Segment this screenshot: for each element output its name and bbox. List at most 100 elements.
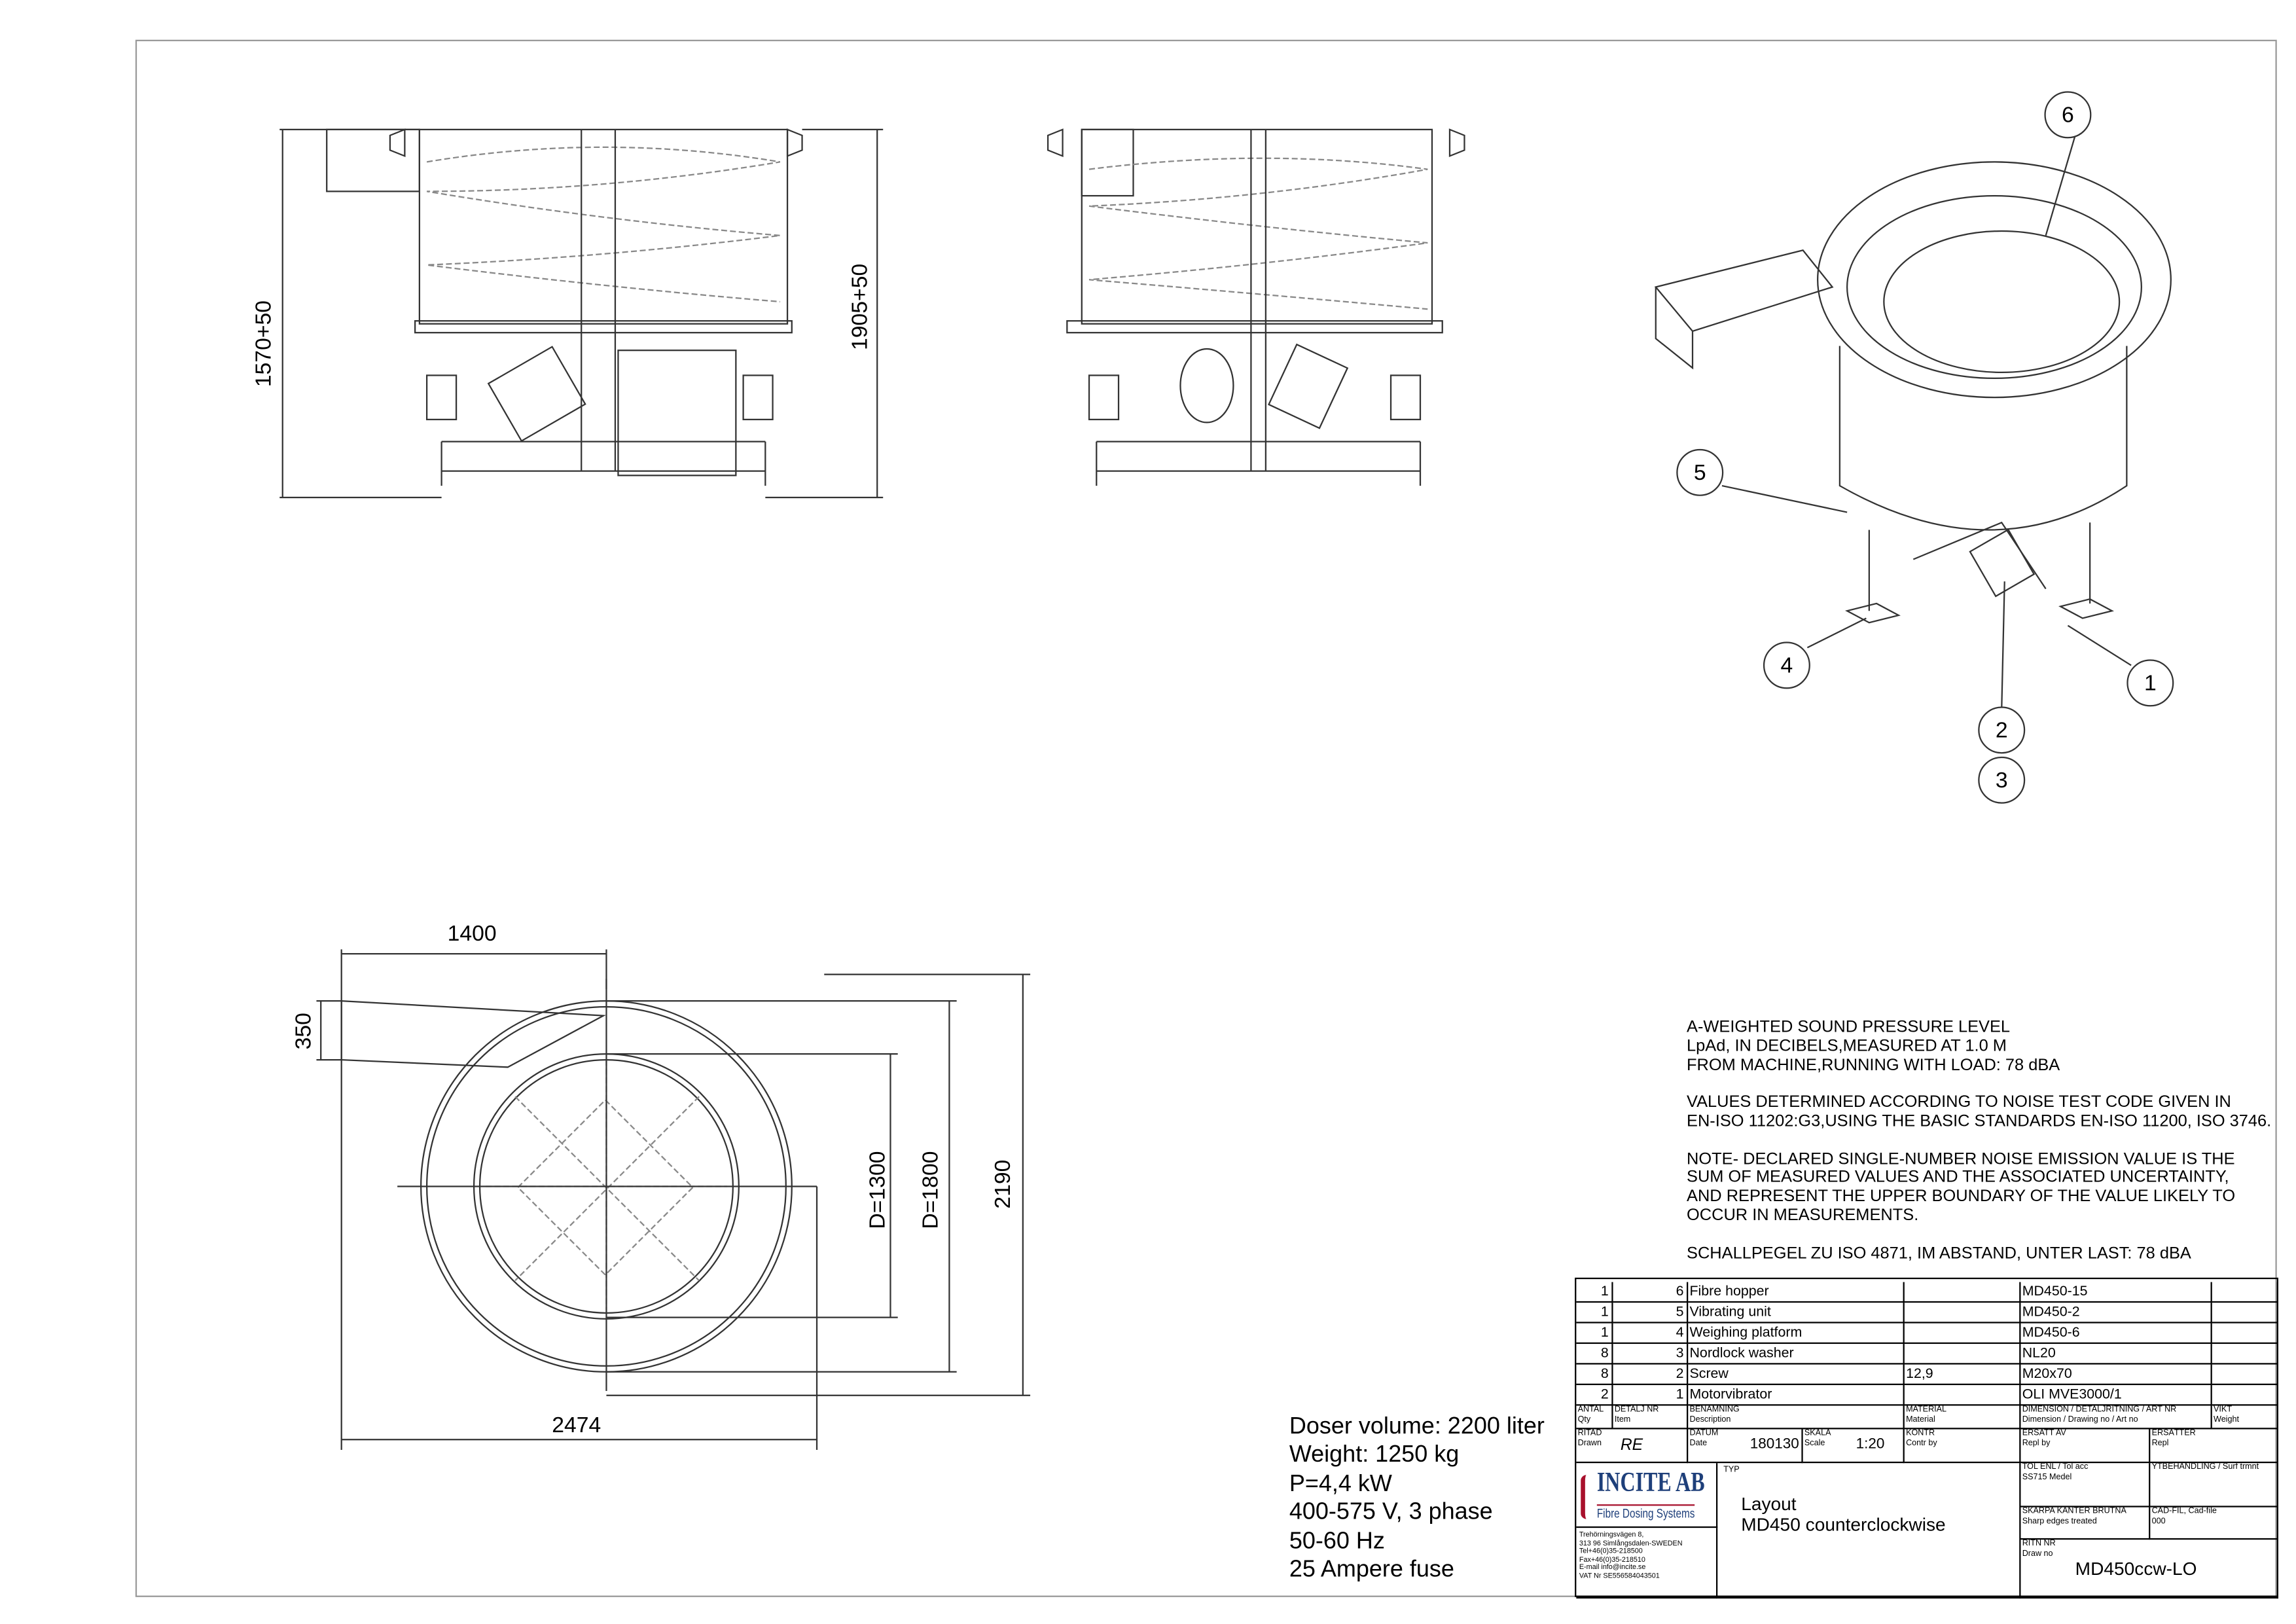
tolerance-line: SS715 Medel <box>2022 1472 2072 1482</box>
side-view <box>1047 128 1465 486</box>
dimension-overall-width: 2474 <box>552 1413 601 1438</box>
header-line: Dimension / Drawing no / Art no <box>2022 1415 2138 1424</box>
dimension-front-height: 1570+50 <box>251 300 277 388</box>
parts-row-item: 6 <box>1613 1282 1689 1303</box>
dimension-top-width: 1400 <box>447 921 497 947</box>
scale-label-line: Scale <box>1804 1439 1825 1448</box>
balloon-1: 1 <box>2126 659 2174 707</box>
parts-row-desc: Screw <box>1688 1364 1905 1386</box>
balloon-6: 6 <box>2044 91 2092 139</box>
note: A-WEIGHTED SOUND PRESSURE LEVEL LpAd, IN… <box>1687 1019 2060 1074</box>
parts-row-qty: 8 <box>1576 1344 1613 1365</box>
date-value: 180130 <box>1749 1436 1799 1453</box>
replaced-by-label-line: Repl by <box>2022 1439 2051 1448</box>
parts-row-weight <box>2212 1323 2278 1344</box>
parts-row-material <box>1904 1344 2021 1365</box>
address-line: VAT Nr SE556584043501 <box>1579 1573 1660 1581</box>
drawn-value: RE <box>1620 1436 1643 1454</box>
parts-row-qty: 1 <box>1576 1282 1613 1303</box>
parts-row-qty: 1 <box>1576 1323 1613 1344</box>
balloon-5: 5 <box>1676 448 1724 496</box>
parts-row-desc: Nordlock washer <box>1688 1344 1905 1365</box>
parts-row-qty: 2 <box>1576 1385 1613 1406</box>
parts-row-desc: Fibre hopper <box>1688 1282 1905 1303</box>
tolerance-line: TOL ENL / Tol acc <box>2022 1463 2089 1472</box>
parts-row-dim: MD450-2 <box>2020 1303 2212 1324</box>
spec-voltage: 400-575 V, 3 phase <box>1289 1500 1493 1526</box>
company-logo: INCITE AB Fibre Dosing Systems <box>1576 1463 1718 1528</box>
parts-row-item: 3 <box>1613 1344 1689 1365</box>
header-line: Material <box>1906 1415 1935 1424</box>
scale-label-line: SKALA <box>1804 1429 1831 1438</box>
dimension-inner-diameter: D=1300 <box>865 1151 891 1229</box>
header-line: Item <box>1614 1415 1631 1424</box>
top-view <box>316 949 1031 1450</box>
balloon-4: 4 <box>1763 641 1810 689</box>
logo-name: INCITE AB <box>1596 1467 1705 1499</box>
parts-row-desc: Motorvibrator <box>1688 1385 1905 1406</box>
date-label-line: DATUM <box>1689 1429 1719 1438</box>
isometric-view <box>1654 135 2172 710</box>
dimension-overall-depth: 2190 <box>990 1159 1016 1209</box>
parts-row-item: 1 <box>1613 1385 1689 1406</box>
address-line: 313 96 Simlångsdalen-SWEDEN <box>1579 1540 1683 1548</box>
header-line: BENÄMNING <box>1689 1405 1740 1415</box>
parts-row-material: 12,9 <box>1904 1364 2021 1386</box>
front-view <box>279 128 884 499</box>
sheet-border <box>135 39 2277 1597</box>
replaced-by-label-line: ERSATT AV <box>2022 1429 2066 1438</box>
parts-row-material <box>1904 1282 2021 1303</box>
edges-line: Sharp edges treated <box>2022 1517 2097 1526</box>
parts-row-desc: Vibrating unit <box>1688 1303 1905 1324</box>
address-line: Tel+46(0)35-218500 <box>1579 1549 1643 1557</box>
spec-weight: Weight: 1250 kg <box>1289 1443 1460 1468</box>
company-address: Trehörningsvägen 8,313 96 Simlångsdalen-… <box>1576 1528 1718 1599</box>
drawing-title-line2: MD450 counterclockwise <box>1741 1513 1946 1535</box>
parts-row-qty: 1 <box>1576 1303 1613 1324</box>
parts-row-item: 5 <box>1613 1303 1689 1324</box>
parts-row-desc: Weighing platform <box>1688 1323 1905 1344</box>
note: SCHALLPEGEL ZU ISO 4871, IM ABSTAND, UNT… <box>1687 1244 2191 1263</box>
address-line: Trehörningsvägen 8, <box>1579 1532 1644 1540</box>
parts-row-weight <box>2212 1364 2278 1386</box>
checked-label-line: Contr by <box>1906 1439 1937 1448</box>
header-line: DIMENSION / DETALJRITNING / ART NR <box>2022 1405 2177 1415</box>
surface-treatment-field: YTBEHANDLING / Surf trmnt <box>2150 1463 2278 1507</box>
logo-spring-icon <box>1581 1475 1597 1519</box>
note: NOTE- DECLARED SINGLE-NUMBER NOISE EMISS… <box>1687 1150 2236 1225</box>
spec-volume: Doser volume: 2200 liter <box>1289 1415 1545 1440</box>
parts-row-material <box>1904 1303 2021 1324</box>
parts-row-dim: OLI MVE3000/1 <box>2020 1385 2212 1406</box>
parts-row-dim: NL20 <box>2020 1344 2212 1365</box>
address-line: E-mail info@incite.se <box>1579 1565 1646 1573</box>
parts-row-dim: M20x70 <box>2020 1364 2212 1386</box>
parts-row-qty: 8 <box>1576 1364 1613 1386</box>
noise-notes: A-WEIGHTED SOUND PRESSURE LEVEL LpAd, IN… <box>1687 1019 2275 1282</box>
logo-tagline: Fibre Dosing Systems <box>1596 1504 1695 1521</box>
replaces-label-line: ERSÄTTER <box>2151 1429 2196 1438</box>
cad-line: CAD-FIL, Cad-file <box>2151 1507 2217 1517</box>
address-line: Fax+46(0)35-218510 <box>1579 1557 1645 1564</box>
spec-frequency: 50-60 Hz <box>1289 1528 1385 1554</box>
checked-label-line: KONTR <box>1906 1429 1935 1438</box>
drawing-no-label-line: RITN NR <box>2022 1540 2056 1549</box>
machine-specs: Doser volume: 2200 liter Weight: 1250 kg… <box>1289 1413 1545 1585</box>
note: VALUES DETERMINED ACCORDING TO NOISE TES… <box>1687 1094 2272 1130</box>
parts-row-dim: MD450-15 <box>2020 1282 2212 1303</box>
balloon-3: 3 <box>1978 756 2026 804</box>
spec-power: P=4,4 kW <box>1289 1471 1392 1497</box>
drawn-label-line: Drawn <box>1577 1439 1602 1448</box>
